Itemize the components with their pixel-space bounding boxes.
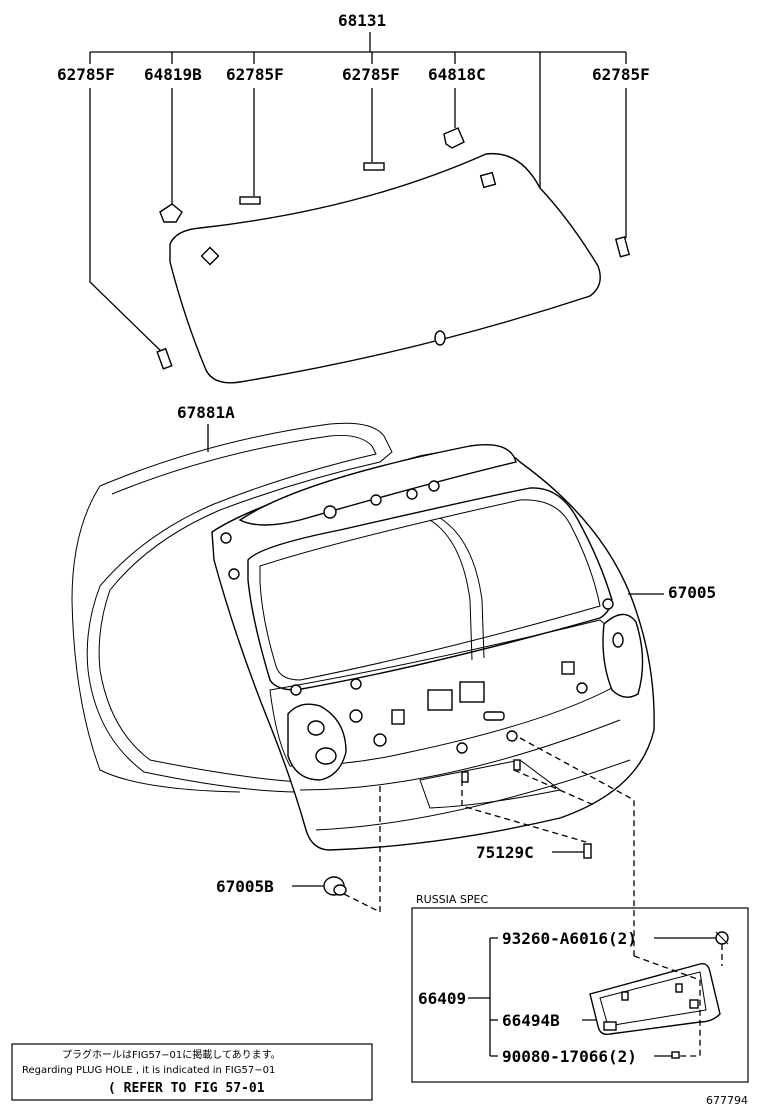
spacer-62785F-center[interactable] <box>363 162 385 171</box>
russia-spec-label: RUSSIA SPEC <box>416 893 488 906</box>
bracket-64819B[interactable] <box>159 203 183 223</box>
part-label-62785F-center[interactable]: 62785F <box>342 65 400 84</box>
back-door-panel-67005[interactable] <box>211 444 655 851</box>
note-english: Regarding PLUG HOLE , it is indicated in… <box>22 1065 275 1076</box>
russia-dashed-callout <box>633 955 701 1057</box>
spacer-62785F-right[interactable] <box>614 236 631 258</box>
part-label-62785F-left[interactable]: 62785F <box>57 65 115 84</box>
russia-spec-box <box>411 907 749 1083</box>
screw-90080-17066[interactable] <box>671 1051 680 1059</box>
cushion-67005B[interactable] <box>323 876 347 896</box>
note-reference: ( REFER TO FIG 57-01 <box>108 1081 265 1096</box>
screw-93260-A6016[interactable] <box>715 931 729 945</box>
spacer-62785F-mid[interactable] <box>239 196 261 205</box>
part-label-64819B[interactable]: 64819B <box>144 65 202 84</box>
license-plate-bracket-66494B[interactable] <box>589 962 721 1036</box>
part-label-93260-A6016[interactable]: 93260-A6016(2) <box>502 929 637 948</box>
part-label-66494B[interactable]: 66494B <box>502 1011 560 1030</box>
plug-75129C[interactable] <box>583 843 592 859</box>
part-label-64818C[interactable]: 64818C <box>428 65 486 84</box>
part-label-67005[interactable]: 67005 <box>668 583 716 602</box>
glass-leader-lines <box>89 88 627 357</box>
part-label-67881A[interactable]: 67881A <box>177 403 235 422</box>
glass-marker-right <box>479 171 497 189</box>
panel-dashed-callouts <box>343 737 635 956</box>
part-label-67005B[interactable]: 67005B <box>216 877 274 896</box>
part-label-68131[interactable]: 68131 <box>338 11 386 30</box>
part-label-66409[interactable]: 66409 <box>418 989 466 1008</box>
glass-marker-hole <box>434 330 446 346</box>
back-window-glass[interactable] <box>169 152 601 384</box>
group-bracket-68131 <box>89 32 627 188</box>
figure-number: 677794 <box>706 1094 748 1107</box>
part-label-90080-17066[interactable]: 90080-17066(2) <box>502 1047 637 1066</box>
part-label-75129C[interactable]: 75129C <box>476 843 534 862</box>
part-label-62785F-mid[interactable]: 62785F <box>226 65 284 84</box>
glass-marker-left <box>200 246 220 266</box>
bracket-64818C[interactable] <box>443 127 465 149</box>
spacer-62785F-left[interactable] <box>156 347 173 370</box>
note-box <box>11 1043 373 1101</box>
weatherstrip-67881A[interactable] <box>98 422 393 783</box>
note-japanese: プラグホールはFIG57−01に掲載してあります。 <box>62 1048 281 1061</box>
part-label-62785F-right[interactable]: 62785F <box>592 65 650 84</box>
